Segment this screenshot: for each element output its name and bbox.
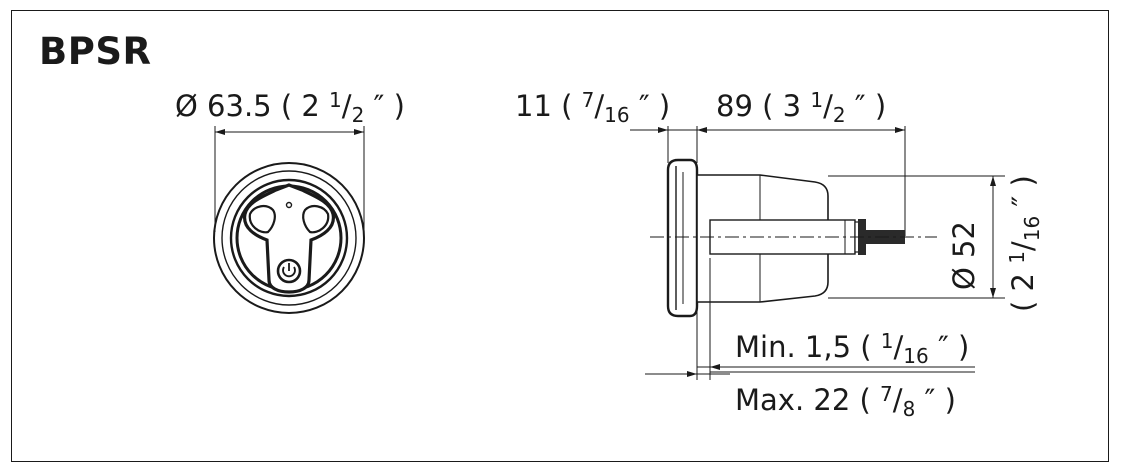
panel-max-slash: /	[892, 383, 903, 417]
front-arrow-right	[354, 129, 364, 135]
front-diameter-den: 2	[351, 103, 365, 127]
bezel-depth-den: 16	[604, 103, 630, 127]
bezel-depth-num: 7	[581, 88, 595, 112]
body-length-num: 1	[810, 88, 824, 112]
body-length-tail: ″ )	[845, 89, 887, 123]
cutout-diameter-paren: ( 2	[1006, 263, 1040, 312]
side-right-arrow-bottom	[990, 288, 996, 298]
front-diameter-slash: /	[341, 89, 352, 123]
panel-max-main: Max. 22 (	[735, 383, 881, 417]
front-view	[213, 126, 365, 314]
side-right-arrow-top	[990, 176, 996, 186]
panel-min-den: 16	[903, 344, 929, 368]
panel-max-num: 7	[880, 382, 893, 406]
front-inner-ring-1	[229, 178, 349, 298]
panel-max-den: 8	[902, 397, 916, 421]
cutout-diameter-fraction: ( 2 1/16 ″ )	[1005, 175, 1044, 312]
panel-min-tail: ″ )	[928, 330, 970, 364]
side-arrow-3	[895, 127, 905, 133]
panel-max-label: Max. 22 ( 7/8 ″ )	[735, 383, 956, 419]
drawing-frame	[11, 10, 1109, 462]
cutout-diameter-num: 1	[1005, 251, 1029, 264]
front-diameter-tail: ″ )	[364, 89, 405, 123]
body-length-den: 2	[832, 103, 846, 127]
cutout-diameter-tail: ″ )	[1006, 175, 1040, 216]
bezel-depth-label: 11 ( 7/16 ″ )	[515, 89, 671, 125]
front-knob-pin	[285, 201, 293, 209]
side-panel-arrow-2	[710, 364, 720, 370]
bezel-depth-slash: /	[594, 89, 605, 123]
front-knob-right-wing	[302, 204, 330, 234]
cutout-diameter-main: Ø 52	[947, 221, 981, 290]
side-view	[630, 126, 1005, 380]
power-icon	[282, 266, 296, 278]
panel-min-num: 1	[880, 329, 894, 353]
panel-min-main: Min. 1,5 (	[735, 330, 881, 364]
cutout-diameter-slash: /	[1006, 241, 1040, 252]
body-length-main: 89 ( 3	[716, 89, 811, 123]
side-arrow-1	[658, 127, 668, 133]
body-length-label: 89 ( 3 1/2 ″ )	[716, 89, 887, 125]
side-panel-arrow-1	[687, 371, 697, 377]
cutout-diameter-label: Ø 52	[947, 221, 981, 290]
cutout-diameter-den: 16	[1020, 215, 1044, 242]
front-diameter-main: Ø 63.5 ( 2	[175, 89, 330, 123]
power-icon-frame	[276, 258, 302, 284]
bezel-depth-tail: ″ )	[629, 89, 671, 123]
front-knob-outline	[243, 183, 335, 294]
side-arrow-2	[697, 127, 707, 133]
product-title: BPSR	[39, 30, 152, 73]
panel-min-label: Min. 1,5 ( 1/16 ″ )	[735, 330, 970, 366]
front-knob-left-wing	[248, 204, 276, 234]
front-diameter-num: 1	[329, 88, 342, 112]
front-diameter-label: Ø 63.5 ( 2 1/2 ″ )	[175, 89, 405, 125]
body-length-slash: /	[823, 89, 833, 123]
front-outer-bezel	[213, 162, 365, 314]
front-arrow-left	[215, 129, 225, 135]
front-bezel-ring	[221, 170, 357, 306]
panel-min-slash: /	[893, 330, 904, 364]
panel-max-tail: ″ )	[915, 383, 956, 417]
bezel-depth-main: 11 (	[515, 89, 582, 123]
